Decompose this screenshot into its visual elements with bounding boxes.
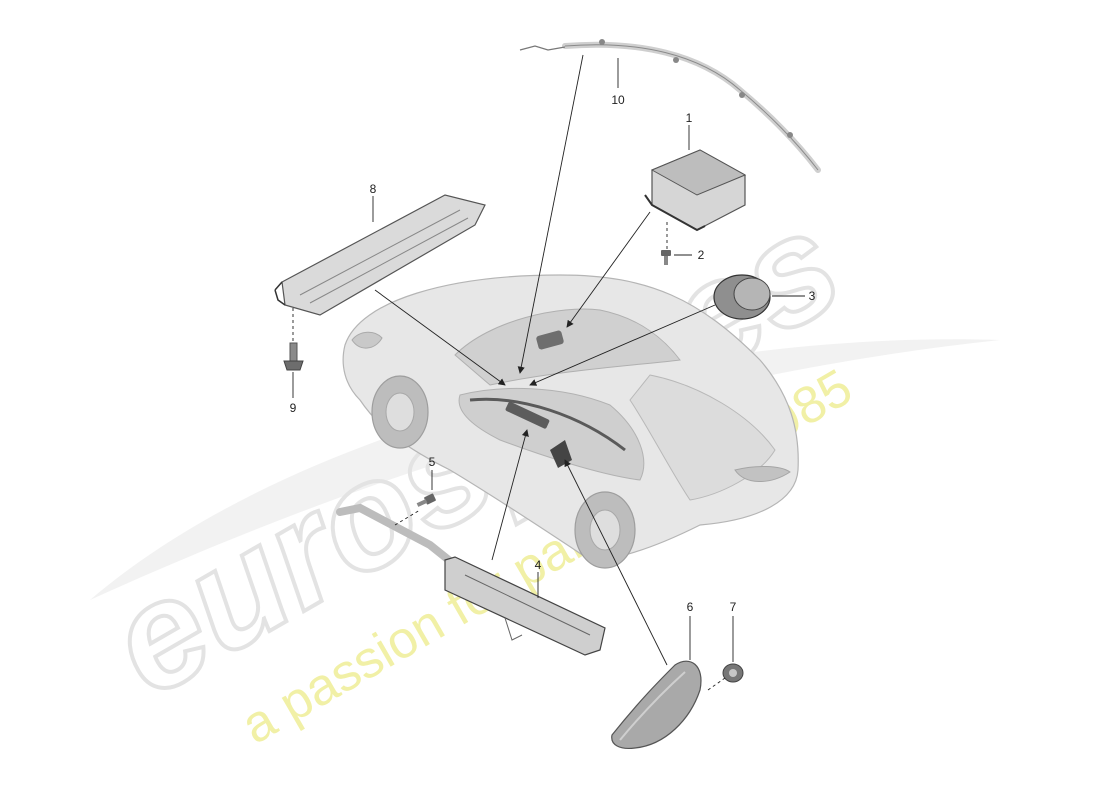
part-2-screw [661,250,671,265]
part-7-nut [722,663,744,683]
part-10-curtain-airbag [519,39,821,173]
car-windshield [454,308,681,386]
car-front-wheel-hub [385,392,415,432]
curtain-airbag-clip [787,132,793,138]
callout-8: 8 [370,182,377,196]
arrow-part-3 [529,304,716,386]
fastener-guide [394,509,421,526]
part-9-bolt [283,342,304,371]
curtain-airbag-clip [739,92,745,98]
knee-airbag-frame [274,281,286,306]
part-8-knee-airbag [274,194,486,316]
arrow-part-1 [566,211,651,328]
bolt-shank [416,499,428,507]
arrow-part-10 [517,54,584,374]
curtain-airbag-tube [562,41,821,173]
screw-head [661,250,671,256]
car-headlight [351,331,383,349]
bolt-shank [289,342,298,362]
callout-7: 7 [730,600,737,614]
callout-10: 10 [611,93,625,107]
side-airbag-bracket [444,556,606,656]
side-airbag-tube [336,503,459,569]
curtain-airbag-clip [673,57,679,63]
car-knee-airbag-marker [505,401,550,429]
driver-airbag-face [733,277,771,311]
car-taillight [734,466,791,482]
car-passenger-airbag-marker [536,330,564,350]
location-arrows [374,54,716,666]
leader-lines [292,58,805,691]
curtain-airbag-tube-edge [564,44,819,171]
car-interior [458,387,645,481]
part-3-driver-airbag [713,274,771,320]
nut-hole [729,669,737,677]
callout-3: 3 [809,289,816,303]
curtain-airbag-connector [519,45,566,51]
seat-airbag-edge [619,671,686,741]
passenger-airbag-bracket [644,194,706,232]
arrow-part-4 [491,429,529,561]
callout-4: 4 [535,558,542,572]
curtain-airbag-clip [599,39,605,45]
bolt-head [283,360,304,371]
seat-airbag-body [611,660,702,750]
part-5-bolt [416,493,436,507]
callout-5: 5 [429,455,436,469]
bolt-head [424,493,436,505]
car-curtain-airbag-marker [469,397,626,452]
arrow-part-6 [564,459,668,666]
part-6-seat-airbag [611,660,702,750]
part-4-side-airbag [336,503,606,656]
knee-airbag-ribs [299,209,469,304]
screw-shank [664,256,668,265]
callout-9: 9 [290,401,297,415]
callout-6: 6 [687,600,694,614]
callout-labels: 10 1 2 3 8 9 5 4 6 7 [290,93,816,614]
car-rear-wheel-hub [589,509,621,551]
fastener-guide [707,677,726,691]
callout-2: 2 [698,248,705,262]
side-airbag-bracket-detail [464,574,591,641]
part-1-passenger-airbag [644,149,747,232]
arrow-part-8 [374,289,506,386]
callout-1: 1 [686,111,693,125]
passenger-airbag-top [650,149,747,196]
